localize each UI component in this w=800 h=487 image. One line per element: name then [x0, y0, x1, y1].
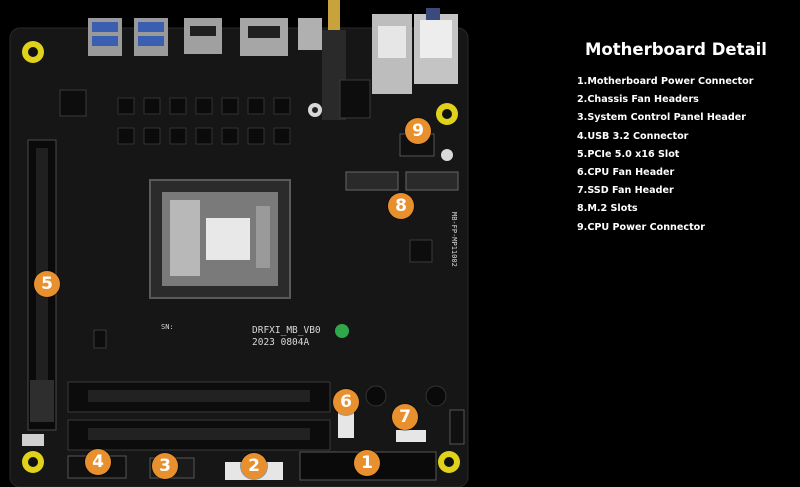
marker-8-m2-slots[interactable]: 8 [388, 193, 414, 219]
board-date-text: 2023 0804A [252, 337, 310, 348]
legend-panel: Motherboard Detail 1.Motherboard Power C… [575, 40, 795, 237]
legend-item: 4.USB 3.2 Connector [577, 130, 689, 142]
legend-item: 3.System Control Panel Header [577, 112, 746, 124]
rear-io-ports [88, 0, 458, 120]
legend-item: 5.PCIe 5.0 x16 Slot [577, 148, 680, 160]
motherboard-image: DRFXI_MB_VB0 2023 0804A SN: MB-FP-MP1100… [9, 0, 469, 487]
dimm-slots [67, 381, 331, 451]
legend-item: 7.SSD Fan Header [577, 185, 674, 197]
m2-slots [345, 171, 459, 191]
legend-list: 1.Motherboard Power Connector 2.Chassis … [575, 73, 795, 237]
motherboard-illustration [9, 0, 469, 487]
legend-item: 1.Motherboard Power Connector [577, 76, 754, 87]
legend-item: 6.CPU Fan Header [577, 166, 675, 178]
marker-7-ssd-fan-header[interactable]: 7 [392, 404, 418, 430]
legend-item: 9.CPU Power Connector [577, 221, 705, 233]
board-side-code: MB-FP-MP11002 [450, 212, 458, 267]
marker-3-system-control-panel-header[interactable]: 3 [152, 453, 178, 479]
legend-item: 8.M.2 Slots [577, 203, 638, 215]
marker-4-usb-connector[interactable]: 4 [85, 449, 111, 475]
marker-2-chassis-fan-headers[interactable]: 2 [241, 453, 267, 479]
board-chips [59, 79, 433, 349]
marker-9-cpu-power-connector[interactable]: 9 [405, 118, 431, 144]
marker-6-cpu-fan-header[interactable]: 6 [333, 389, 359, 415]
marker-1-motherboard-power-connector[interactable]: 1 [354, 450, 380, 476]
diagram-title: Motherboard Detail [585, 40, 767, 59]
marker-5-pcie-slot[interactable]: 5 [34, 271, 60, 297]
cpu-socket [149, 179, 291, 299]
board-sn-label: SN: [161, 323, 174, 331]
legend-item: 2.Chassis Fan Headers [577, 94, 699, 106]
board-model-text: DRFXI_MB_VB0 [252, 325, 321, 336]
vrm-chokes [117, 97, 291, 145]
mounting-holes [22, 41, 460, 473]
